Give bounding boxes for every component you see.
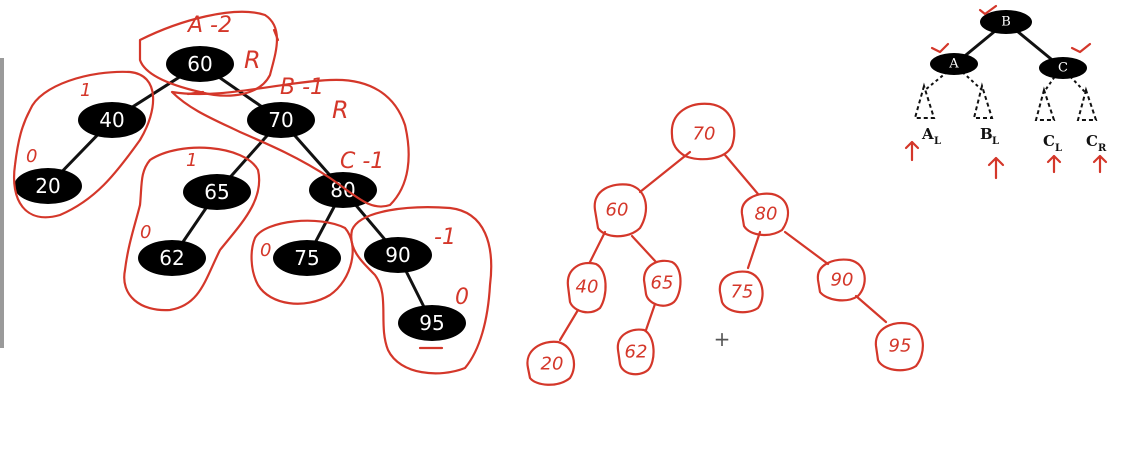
annotation-c-balance: C -1 [340,149,384,174]
outline-subtree-75 [250,219,354,305]
outline-subtree-65 [123,146,261,312]
outline-subtree-70 [170,78,410,208]
check-mark-b [978,4,998,16]
svg-text:95: 95 [889,336,912,357]
svg-text:70: 70 [693,124,716,145]
annotation-b-balance: B -1 [280,75,324,100]
ref-label-al: A [921,125,934,143]
svg-text:B: B [1001,15,1011,30]
rebalanced-node-70: 70 [670,102,736,161]
svg-text:40: 40 [99,108,124,132]
avl-tree-node-75: 75 [273,240,341,276]
svg-text:90: 90 [385,243,410,267]
rotation-reference: B A C A L B L C L C R [904,4,1108,180]
avl-tree-node-90: 90 [364,237,432,273]
rebalanced-node-95: 95 [874,321,924,372]
avl-tree-node-60: 60 [166,46,234,82]
avl-tree-node-40: 40 [78,102,146,138]
rebalanced-node-65: 65 [642,259,682,307]
up-arrow-cl [1046,154,1062,174]
annotation-r-b: R [332,96,349,124]
window-edge [0,58,4,348]
check-mark-a [930,42,950,54]
ref-label-cl: C [1043,132,1055,150]
up-arrow-al [904,140,920,162]
bf-75: 0 [260,240,271,261]
up-arrow-bl [987,156,1005,180]
bf-40: 1 [80,80,91,101]
ref-subtree-cl [1034,86,1056,121]
ref-subtree-al [913,82,936,119]
bf-95: 0 [455,285,469,310]
rebalanced-node-90: 90 [816,258,866,302]
avl-tree-node-65: 65 [183,174,251,210]
ref-label-cr-sub: R [1098,143,1107,154]
svg-text:A: A [948,57,959,72]
rebalanced-tree-edges [558,150,888,342]
svg-text:20: 20 [541,354,564,375]
svg-text:90: 90 [831,270,854,291]
svg-text:70: 70 [268,108,293,132]
avl-tree-node-95: 95 [398,305,466,341]
svg-text:20: 20 [35,174,60,198]
bf-90: -1 [434,225,456,250]
ref-label-bl: B [980,125,993,143]
annotations: A -2 R B -1 R C -1 1 0 1 0 0 -1 0 [26,13,469,350]
check-mark-c [1070,42,1092,54]
outline-subtree-40 [13,70,155,219]
mark-near-70 [272,28,280,42]
avl-tree-node-70: 70 [247,102,315,138]
ref-label-cr: C [1086,132,1098,150]
svg-text:62: 62 [625,342,648,363]
annotation-a-balance: A -2 [186,13,232,38]
ref-node-a: A [930,53,978,75]
annotation-r-top: R [244,46,261,74]
ref-node-b: B [980,10,1032,34]
rebalanced-node-75: 75 [718,270,764,314]
outline-root [138,10,279,97]
svg-text:75: 75 [731,282,754,303]
ref-label-cl-sub: L [1055,143,1062,154]
svg-text:60: 60 [187,52,212,76]
up-arrow-cr [1092,154,1108,174]
svg-text:65: 65 [651,273,674,294]
svg-text:80: 80 [755,204,778,225]
avl-tree-node-20: 20 [14,168,82,204]
rebalanced-node-40: 40 [566,261,607,314]
bf-20: 0 [26,146,37,167]
svg-text:40: 40 [576,277,599,298]
rebalanced-node-62: 62 [616,328,655,376]
rebalanced-node-20: 20 [526,340,576,386]
outline-subtree-90 [350,206,493,375]
svg-text:C: C [1058,61,1068,76]
subtree-outlines [13,10,493,375]
ref-subtree-bl [972,82,994,119]
bf-65: 1 [186,150,197,171]
svg-text:75: 75 [294,246,319,270]
bf-62: 0 [140,222,151,243]
ref-subtree-cr [1076,86,1098,121]
ref-label-bl-sub: L [992,136,999,147]
svg-text:62: 62 [159,246,184,270]
mark-under-60 [186,90,205,96]
svg-text:95: 95 [419,311,444,335]
ref-label-al-sub: L [934,136,941,147]
rebalanced-node-60: 60 [593,183,648,238]
ref-node-c: C [1039,57,1087,79]
svg-text:65: 65 [204,180,229,204]
rebalanced-node-80: 80 [740,192,790,236]
crosshair-cursor-icon: + [714,327,731,351]
avl-tree-node-62: 62 [138,240,206,276]
svg-text:60: 60 [606,200,629,221]
